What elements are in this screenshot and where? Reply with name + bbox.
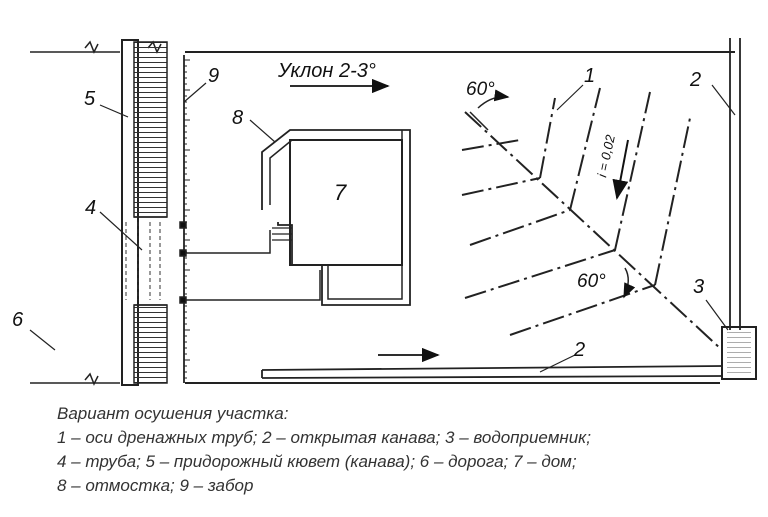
label-1: 1: [584, 65, 595, 87]
house-drain-pipes: [179, 221, 321, 304]
label-2-top: 2: [689, 69, 701, 91]
label-9: 9: [208, 65, 219, 87]
label-4: 4: [85, 197, 96, 219]
caption-line: 4 – труба; 5 – придорожный кювет (канава…: [57, 452, 577, 471]
gradient-arrow: [612, 139, 629, 200]
leader-lines: [29, 82, 736, 373]
label-2-bottom: 2: [573, 339, 585, 361]
gradient-label: i = 0,02: [594, 133, 618, 179]
caption-line: 1 – оси дренажных труб; 2 – открытая кан…: [57, 428, 591, 447]
house: [261, 129, 411, 306]
caption-line: 8 – отмостка; 9 – забор: [57, 476, 254, 495]
slope-label: Уклон 2-3°: [277, 60, 376, 82]
caption-title: Вариант осушения участка:: [57, 404, 289, 423]
culvert-pipe: [125, 222, 161, 300]
angle-markers: [469, 89, 636, 299]
fence: [183, 55, 190, 383]
label-7: 7: [334, 180, 347, 205]
drainage-diagram: Уклон 2-3° 60° 60° i = 0,02 1 2 2 3 4 5 …: [12, 38, 757, 386]
label-3: 3: [693, 276, 704, 298]
open-ditch-right: [729, 38, 741, 330]
angle-bottom-label: 60°: [577, 271, 606, 292]
open-ditch-bottom: [261, 365, 723, 379]
label-5: 5: [84, 88, 96, 110]
caption: Вариант осушения участка: 1 – оси дренаж…: [57, 402, 757, 498]
label-6: 6: [12, 309, 24, 331]
site-boundary: [30, 40, 735, 386]
label-8: 8: [232, 107, 243, 129]
angle-top-label: 60°: [466, 79, 495, 100]
roadside-ditch: [121, 39, 168, 386]
drain-pipe-axes: [461, 87, 723, 351]
water-intake: [721, 326, 757, 380]
